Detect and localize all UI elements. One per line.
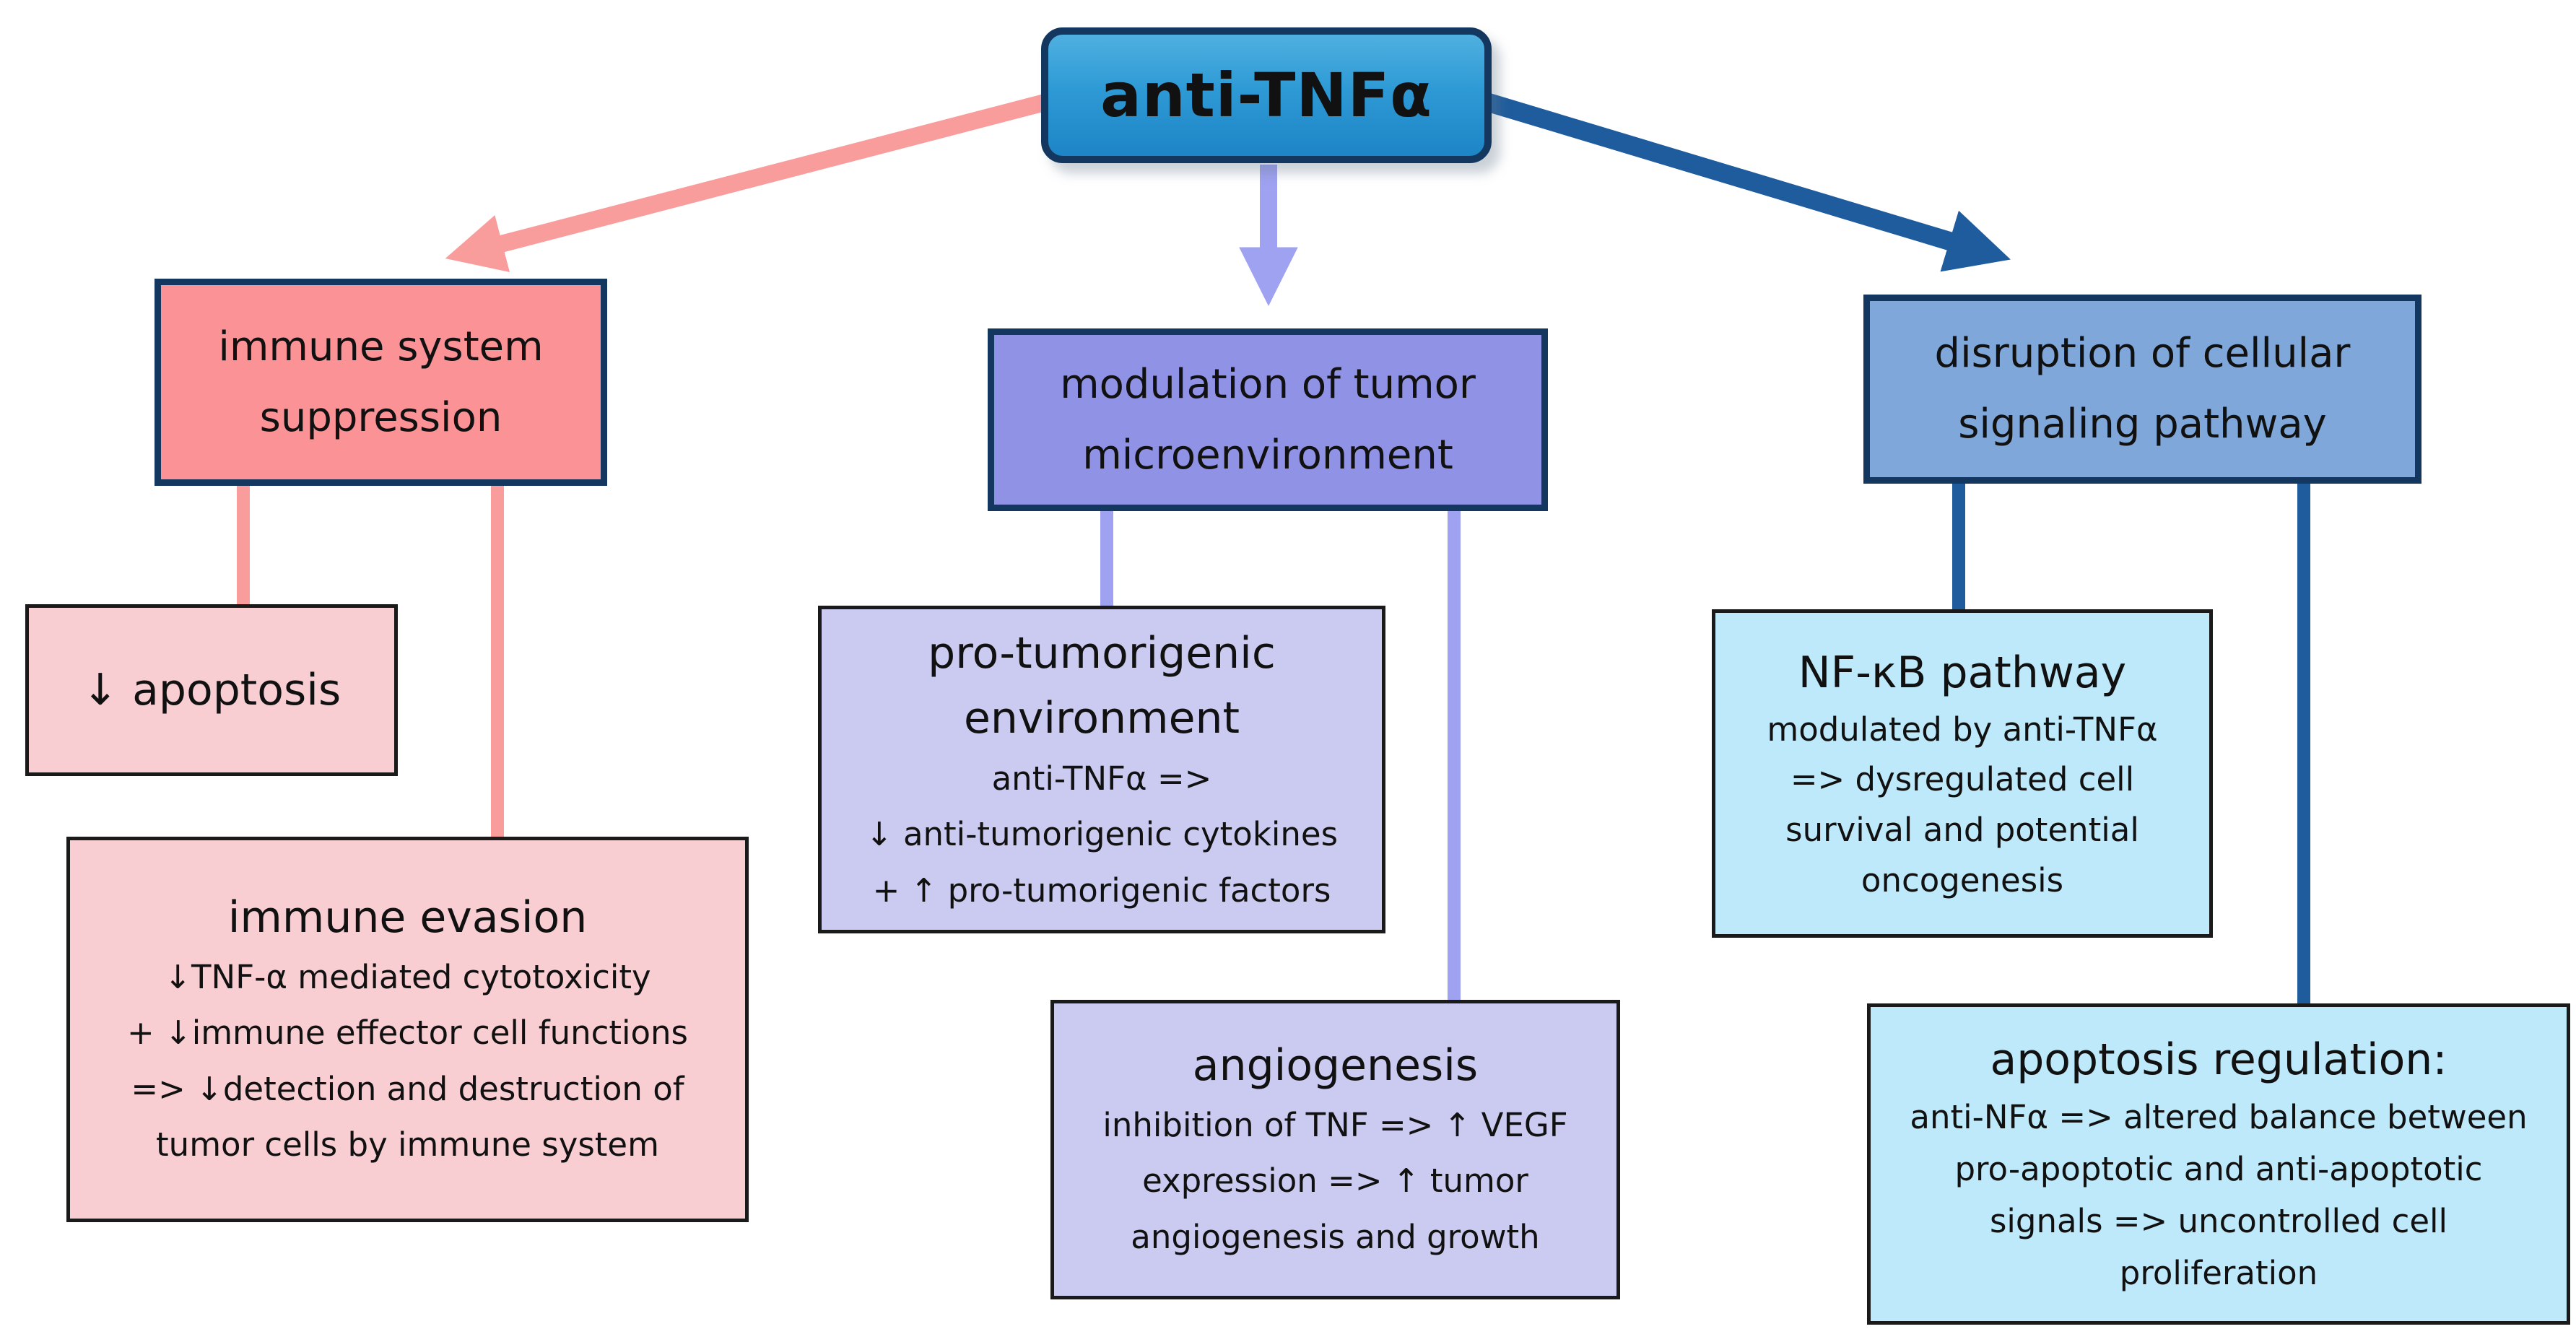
leaf-text-line: + ↑ pro-tumorigenic factors: [872, 871, 1331, 910]
leaf-text-line: proliferation: [2119, 1254, 2318, 1292]
leaf-text-line: ↓TNF-α mediated cytotoxicity: [164, 957, 651, 996]
leaf-pro-tumorigenic-environment: pro-tumorigenic environment anti-TNFα =>…: [818, 606, 1385, 933]
leaf-text-line: angiogenesis and growth: [1131, 1217, 1540, 1256]
leaf-immune-evasion: immune evasion ↓TNF-α mediated cytotoxic…: [66, 837, 749, 1222]
header-line: disruption of cellular: [1934, 330, 2351, 377]
leaf-title: ↓ apoptosis: [82, 664, 341, 715]
leaf-nfkb-pathway: NF-κB pathway modulated by anti-TNFα => …: [1712, 609, 2213, 938]
leaf-title: immune evasion: [227, 892, 588, 943]
arrow-root-to-immune: [445, 94, 1048, 272]
leaf-text-line: ↓ anti-tumorigenic cytokines: [865, 815, 1339, 854]
leaf-text-line: anti-TNFα =>: [991, 759, 1212, 798]
header-line: microenvironment: [1082, 431, 1453, 479]
header-immune-system-suppression: immune system suppression: [155, 279, 607, 486]
arrow-root-to-signaling: [1486, 93, 2011, 272]
leaf-apoptosis-regulation: apoptosis regulation: anti-NFα => altere…: [1867, 1003, 2570, 1325]
leaf-text-line: signals => uncontrolled cell: [1989, 1202, 2448, 1240]
header-line: suppression: [259, 393, 502, 441]
header-line: immune system: [218, 323, 544, 370]
leaf-text-line: inhibition of TNF => ↑ VEGF: [1102, 1105, 1568, 1144]
leaf-text-line: modulated by anti-TNFα: [1767, 710, 2158, 749]
leaf-text-line: => ↓detection and destruction of: [131, 1069, 684, 1108]
header-modulation-tumor-microenvironment: modulation of tumor microenvironment: [988, 328, 1548, 511]
root-label: anti-TNFα: [1100, 60, 1432, 131]
leaf-title-line: pro-tumorigenic: [928, 627, 1276, 679]
leaf-text-line: + ↓immune effector cell functions: [126, 1014, 689, 1053]
leaf-title: apoptosis regulation:: [1990, 1034, 2447, 1085]
header-line: signaling pathway: [1958, 401, 2327, 448]
leaf-angiogenesis: angiogenesis inhibition of TNF => ↑ VEGF…: [1050, 1000, 1620, 1299]
header-line: modulation of tumor: [1060, 360, 1476, 408]
leaf-title: NF-κB pathway: [1798, 647, 2127, 698]
leaf-text-line: tumor cells by immune system: [156, 1125, 659, 1164]
root-box-anti-tnfa: anti-TNFα: [1041, 27, 1492, 163]
leaf-title-line: environment: [963, 692, 1240, 744]
leaf-title: angiogenesis: [1192, 1040, 1479, 1091]
leaf-text-line: oncogenesis: [1861, 860, 2064, 899]
leaf-decreased-apoptosis: ↓ apoptosis: [25, 604, 398, 776]
leaf-text-line: expression => ↑ tumor: [1142, 1162, 1528, 1201]
leaf-text-line: pro-apoptotic and anti-apoptotic: [1954, 1150, 2483, 1188]
leaf-text-line: anti-NFα => altered balance between: [1910, 1098, 2528, 1136]
leaf-text-line: survival and potential: [1785, 811, 2139, 849]
leaf-text-line: => dysregulated cell: [1790, 760, 2135, 799]
header-disruption-cellular-signaling: disruption of cellular signaling pathway: [1863, 295, 2421, 484]
